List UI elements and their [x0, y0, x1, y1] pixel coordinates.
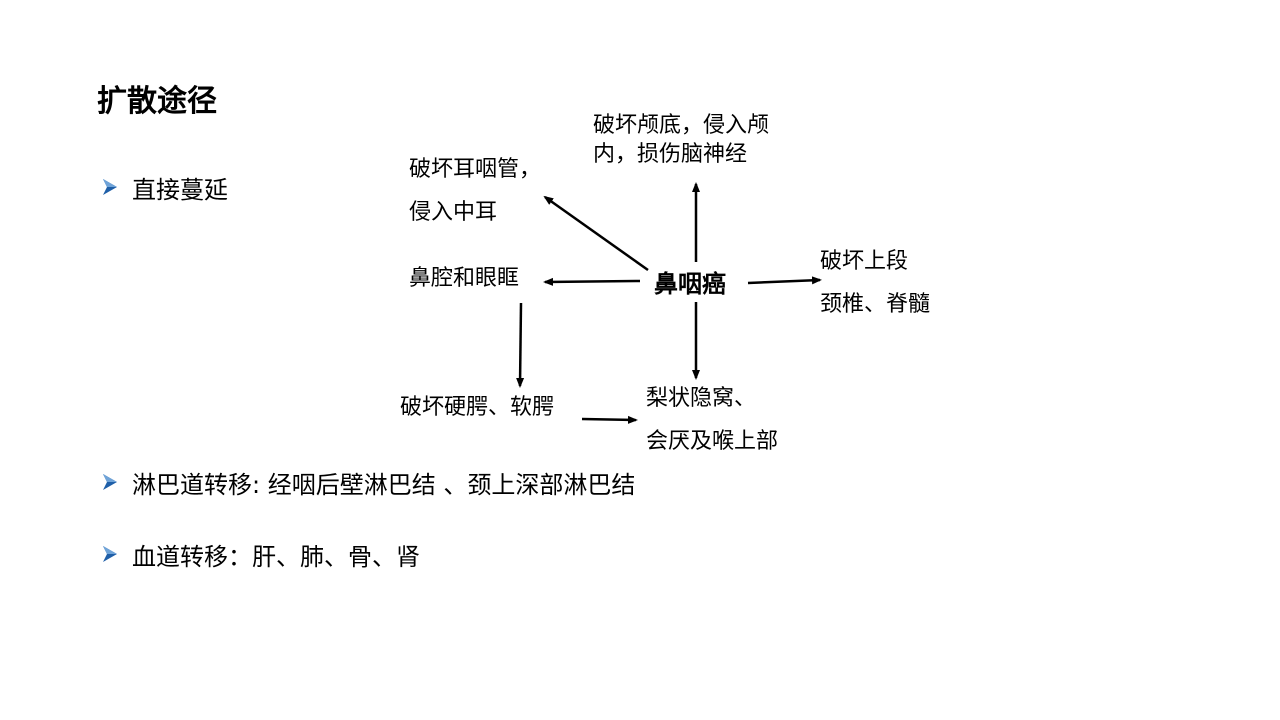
- node-line: 侵入中耳: [409, 200, 498, 225]
- slide-title: 扩散途径: [97, 84, 217, 119]
- bullet-hematogenous: 血道转移：肝、肺、骨、肾: [100, 536, 420, 572]
- node-palate: 破坏硬腭、软腭: [400, 395, 555, 420]
- arrowhead-bullet-icon: [103, 546, 117, 562]
- arrow-palate-to-hypopharynx: [581, 415, 638, 424]
- node-line: 梨状隐窝、: [646, 386, 757, 411]
- node-line: 颈椎、脊髓: [820, 292, 931, 317]
- node-nasal-orbit: 鼻腔和眼眶: [409, 266, 520, 291]
- arrow-nasal-to-palate: [516, 302, 525, 388]
- arrow-to-cervical-spine: [747, 276, 822, 285]
- node-line: 破坏上段: [820, 249, 909, 274]
- bullet-text: 直接蔓延: [132, 175, 228, 204]
- arrow-to-eustachian-tube: [543, 195, 649, 272]
- node-line: 破坏颅底，侵入颅: [593, 113, 770, 138]
- arrowhead-bullet-icon: [103, 474, 117, 490]
- node-eustachian-tube: 破坏耳咽管， 侵入中耳: [409, 148, 541, 234]
- node-line: 会厌及喉上部: [646, 429, 779, 454]
- bullet-text: 淋巴道转移: 经咽后壁淋巴结 、颈上深部淋巴结: [132, 470, 636, 499]
- bullet-lymphatic: 淋巴道转移: 经咽后壁淋巴结 、颈上深部淋巴结: [100, 464, 635, 500]
- node-skull-base: 破坏颅底，侵入颅 内，损伤脑神经: [593, 111, 769, 169]
- bullet-direct-spread: 直接蔓延: [100, 169, 228, 205]
- arrow-to-nasal-orbit: [543, 277, 641, 286]
- node-cervical-spine: 破坏上段 颈椎、脊髓: [820, 240, 930, 326]
- node-line: 内，损伤脑神经: [593, 142, 748, 167]
- bullet-text: 血道转移：肝、肺、骨、肾: [132, 542, 420, 571]
- node-line: 破坏耳咽管，: [409, 157, 542, 182]
- diagram-center-node: 鼻咽癌: [654, 270, 726, 298]
- arrowhead-bullet-icon: [103, 179, 117, 195]
- node-hypopharynx: 梨状隐窝、 会厌及喉上部: [646, 377, 778, 463]
